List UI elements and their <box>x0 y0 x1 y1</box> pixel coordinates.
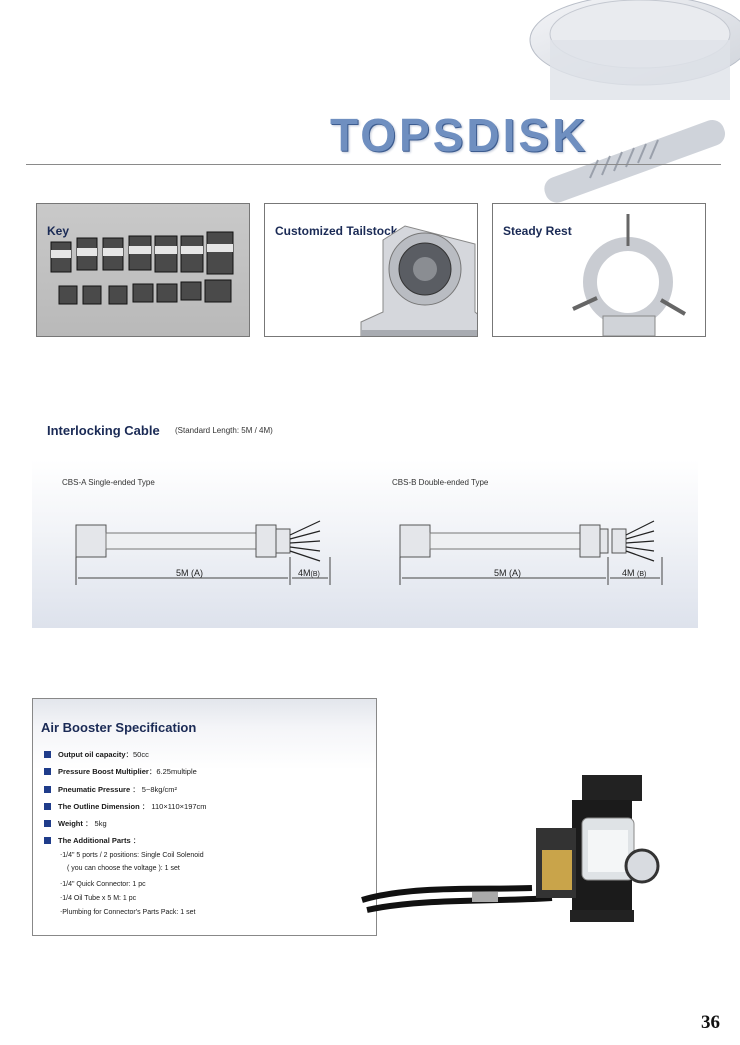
steady-rest-panel-title: Steady Rest <box>503 224 572 238</box>
cbs-b-end-length: 4M (B) <box>622 568 646 578</box>
bullet-icon <box>44 751 51 758</box>
cbs-a-main-length-value: 5M <box>176 568 189 578</box>
tailstock-panel: Customized Tailstock <box>264 203 478 337</box>
spec-row: Weight ： 5kg <box>44 818 107 829</box>
spec-sep: ： <box>130 785 142 794</box>
cbs-b-end-tag: (B) <box>637 571 647 578</box>
spec-value: 50cc <box>133 750 149 759</box>
spec-sep: ： <box>130 836 141 845</box>
spec-row: The Additional Parts ： <box>44 835 140 846</box>
additional-part-item: ‧1/4" Quick Connector: 1 pc <box>60 881 146 888</box>
air-booster-spec-box <box>32 698 377 936</box>
header-divider <box>26 164 721 165</box>
spec-name: Pressure Boost Multiplier <box>58 767 149 776</box>
cable-section-title: Interlocking Cable <box>47 423 160 438</box>
additional-part-item: ( you can choose the voltage ): 1 set <box>67 865 180 872</box>
tailstock-image <box>360 225 477 336</box>
spec-sep: ： <box>82 819 95 828</box>
cbs-a-end-tag: (B) <box>310 571 320 578</box>
steady-rest-panel: Steady Rest <box>492 203 706 337</box>
steady-rest-image <box>572 214 687 336</box>
spec-name: The Outline Dimension <box>58 802 140 811</box>
cbs-b-main-length: 5M (A) <box>494 568 521 578</box>
rotary-table-image <box>529 0 740 203</box>
cbs-a-main-length: 5M (A) <box>176 568 203 578</box>
spec-value: 5~8kg/cm² <box>141 785 178 794</box>
cable-section-subtitle: (Standard Length: 5M / 4M) <box>175 426 273 435</box>
bullet-icon <box>44 837 51 844</box>
keys-image <box>50 231 234 305</box>
additional-part-item: ‧1/4 Oil Tube x 5 M: 1 pc <box>60 895 137 902</box>
cbs-b-label: CBS-B Double-ended Type <box>392 478 489 487</box>
additional-part-item: ‧1/4" 5 ports / 2 positions: Single Coil… <box>60 852 204 859</box>
spec-value: 5kg <box>94 819 107 828</box>
bullet-icon <box>44 803 51 810</box>
cbs-a-main-tag: (A) <box>191 568 204 578</box>
cbs-b-main-tag: (A) <box>509 568 522 578</box>
bullet-icon <box>44 820 51 827</box>
cbs-a-end-length: 4M(B) <box>298 568 320 578</box>
spec-name: Pneumatic Pressure <box>58 785 131 794</box>
key-panel: Key <box>36 203 250 337</box>
spec-row: The Outline Dimension ： 110×110×197cm <box>44 801 207 812</box>
spec-name: Output oil capacity <box>58 750 126 759</box>
key-panel-title: Key <box>47 224 70 238</box>
cbs-b-cable-image <box>399 520 663 585</box>
cbs-a-cable-image <box>75 520 331 585</box>
page-number: 36 <box>701 1012 720 1033</box>
cbs-a-end-length-value: 4M <box>298 568 311 578</box>
spec-row: Pressure Boost Multiplier：6.25multiple <box>44 766 197 777</box>
tailstock-panel-title: Customized Tailstock <box>275 224 398 238</box>
spec-name: Weight <box>58 819 83 828</box>
brand-logo: TOPSDISK <box>330 109 589 161</box>
spec-value: 110×110×197cm <box>151 802 207 811</box>
spec-value: 6.25multiple <box>156 767 197 776</box>
spec-row: Pneumatic Pressure ： 5~8kg/cm² <box>44 784 177 795</box>
cbs-b-main-length-value: 5M <box>494 568 507 578</box>
spec-row: Output oil capacity：50cc <box>44 749 149 760</box>
air-booster-image <box>361 775 660 922</box>
spec-sep: ： <box>139 802 152 811</box>
air-booster-title: Air Booster Specification <box>41 720 197 735</box>
cbs-a-label: CBS-A Single-ended Type <box>62 478 155 487</box>
spec-sep: ： <box>125 750 134 759</box>
spec-name: The Additional Parts <box>58 836 131 845</box>
additional-part-item: ‧Plumbing for Connector's Parts Pack: 1 … <box>60 909 196 916</box>
bullet-icon <box>44 768 51 775</box>
cbs-b-end-length-value: 4M <box>622 568 635 578</box>
spec-sep: ： <box>148 767 157 776</box>
bullet-icon <box>44 786 51 793</box>
